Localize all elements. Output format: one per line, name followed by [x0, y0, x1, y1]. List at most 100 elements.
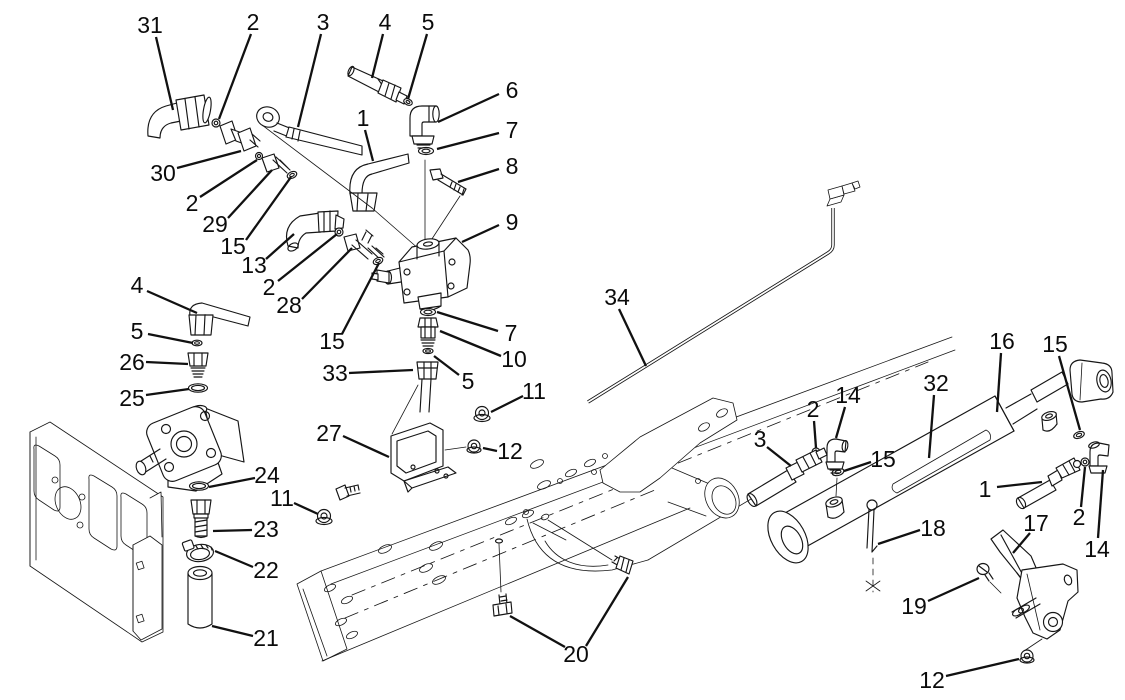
- callout-label-23-24: 23: [253, 516, 279, 542]
- hydraulic-cylinder: [767, 359, 1114, 564]
- o-ring-7-b: [419, 307, 437, 317]
- callout-label-14-38: 14: [835, 382, 861, 408]
- alignment-lines: [261, 124, 461, 251]
- leader-line-31: [154, 36, 175, 111]
- callout-label-29-12: 29: [202, 211, 228, 237]
- callout-label-2-37: 2: [807, 396, 820, 422]
- leader-line-12: [482, 446, 498, 453]
- nipple-fitting-26: [187, 352, 209, 378]
- leader-line-2: [217, 33, 253, 120]
- leader-line-30: [176, 149, 242, 170]
- leader-line-4: [370, 33, 385, 79]
- callout-label-33-27: 33: [322, 360, 348, 386]
- leader-line-3: [296, 33, 323, 128]
- bracket-plate: [1016, 563, 1079, 640]
- callout-label-15-13: 15: [220, 233, 246, 259]
- callout-label-3-2: 3: [317, 9, 330, 35]
- hose-4-top: [347, 65, 408, 105]
- cotter-pin-18: [865, 499, 881, 593]
- leader-line-5: [406, 33, 429, 100]
- callout-label-18-46: 18: [920, 515, 946, 541]
- callout-label-10-29: 10: [501, 346, 527, 372]
- callout-label-30-10: 30: [150, 160, 176, 186]
- leader-line-22: [214, 549, 254, 569]
- leader-line-21: [211, 624, 254, 638]
- leader-line-28: [301, 247, 353, 300]
- callout-label-28-16: 28: [276, 292, 302, 318]
- callout-label-5-19: 5: [131, 318, 144, 344]
- hose-1-right: [1015, 457, 1082, 510]
- callout-label-15-17: 15: [319, 328, 345, 354]
- leader-line-12: [945, 657, 1020, 678]
- oil-tube: [587, 180, 861, 404]
- hose-33: [416, 361, 439, 413]
- leader-line-15: [843, 460, 872, 473]
- o-ring-2-a: [211, 118, 221, 128]
- callout-label-15-39: 15: [870, 446, 896, 472]
- callout-label-15-42: 15: [1042, 331, 1068, 357]
- callout-label-34-34: 34: [604, 284, 630, 310]
- leader-line-7: [436, 310, 499, 333]
- leader-line-11: [490, 394, 524, 414]
- hose-clamp-22: [181, 539, 214, 563]
- o-ring-7-a: [417, 146, 435, 156]
- leader-line-32: [927, 394, 936, 459]
- callout-label-22-25: 22: [253, 557, 279, 583]
- callout-label-25-21: 25: [119, 385, 145, 411]
- callout-label-9-9: 9: [506, 209, 519, 235]
- fitting-29: [261, 153, 291, 174]
- leader-line-1: [363, 129, 375, 162]
- callout-label-27-33: 27: [316, 420, 342, 446]
- callout-label-2-11: 2: [186, 190, 199, 216]
- leader-line-2: [199, 159, 258, 198]
- flange-nut-12: [466, 439, 482, 454]
- leader-line-2: [1079, 466, 1087, 508]
- leader-line-7: [436, 131, 500, 151]
- banjo-hose-3: [256, 106, 363, 156]
- callout-label-12-32: 12: [497, 438, 523, 464]
- leader-line-20: [585, 576, 629, 647]
- o-ring-2-b: [254, 151, 264, 161]
- leader-line-5: [147, 332, 194, 345]
- leader-line-20: [509, 614, 566, 649]
- o-ring-5-a: [403, 98, 413, 106]
- callout-label-17-47: 17: [1023, 510, 1049, 536]
- banjo-bolt-8: [429, 168, 467, 196]
- tee-fitting-28: [343, 229, 385, 262]
- hose-3-right: [746, 447, 828, 507]
- callout-label-21-26: 21: [253, 625, 279, 651]
- leader-line-33: [348, 368, 414, 375]
- hose-13: [285, 210, 345, 252]
- callout-label-19-48: 19: [901, 593, 927, 619]
- leader-line-8: [457, 167, 500, 184]
- suction-hose-21: [187, 565, 213, 629]
- leader-line-14: [1096, 469, 1105, 539]
- callout-label-3-36: 3: [754, 426, 767, 452]
- callout-label-7-7: 7: [506, 117, 519, 143]
- elbow-fitting-14-left: [825, 438, 849, 474]
- leader-line-6: [437, 92, 500, 124]
- pivot-gusset-plate: [599, 397, 740, 519]
- leader-line-4: [146, 289, 198, 315]
- callout-label-12-49: 12: [919, 667, 945, 693]
- hose-4-left: [188, 302, 251, 336]
- leader-line-2: [277, 233, 338, 282]
- callout-label-32-40: 32: [923, 370, 949, 396]
- callout-label-26-20: 26: [119, 349, 145, 375]
- leader-line-5: [433, 355, 460, 376]
- leader-line-17: [1012, 532, 1031, 554]
- leader-line-27: [342, 434, 390, 459]
- callout-label-5-30: 5: [462, 368, 475, 394]
- callout-label-14-45: 14: [1084, 536, 1110, 562]
- leader-line-3: [766, 446, 792, 467]
- leader-line-18: [877, 528, 921, 546]
- o-ring-15-right-port: [1073, 430, 1085, 440]
- latch-bracket-assembly: [976, 529, 1079, 652]
- callout-label-2-44: 2: [1073, 504, 1086, 530]
- adapter-fitting-30: [219, 120, 261, 152]
- callout-label-1-5: 1: [357, 105, 370, 131]
- callout-label-5-4: 5: [422, 9, 435, 35]
- callout-label-13-14: 13: [241, 252, 267, 278]
